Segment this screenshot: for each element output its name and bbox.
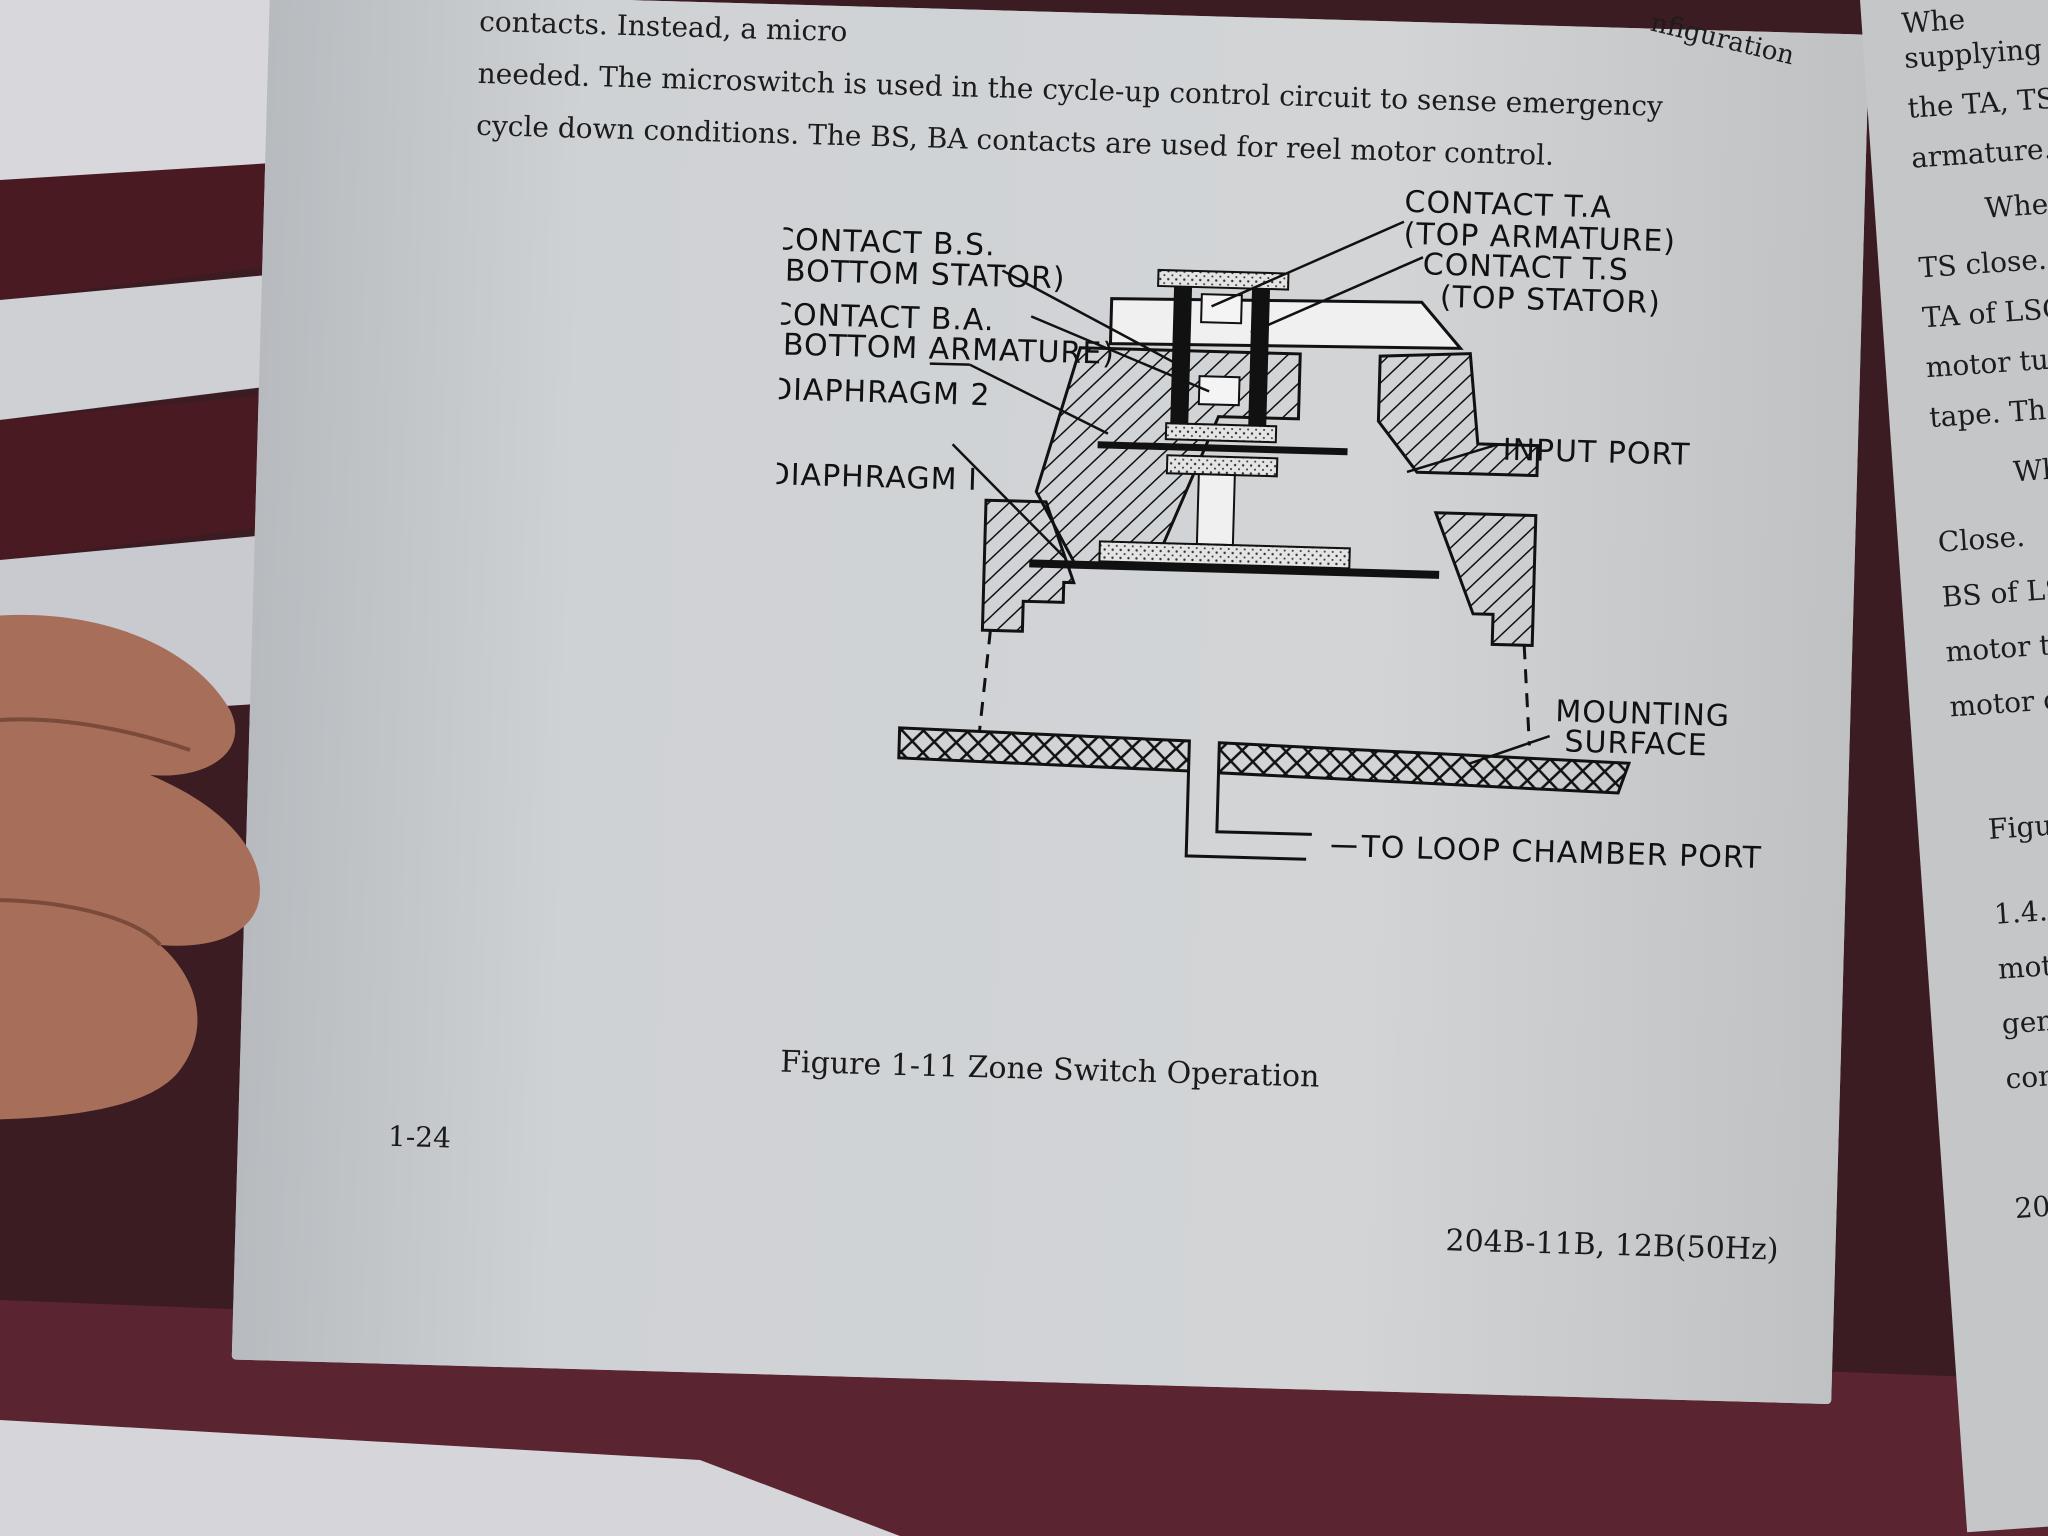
text-line: motors bbox=[1996, 945, 2048, 986]
zone-switch-diagram: CONTACT T.A (TOP ARMATURE) CONTACT T.S (… bbox=[766, 185, 1762, 876]
contact-ta-block bbox=[1200, 293, 1243, 325]
text-line: Close. bbox=[1936, 519, 2027, 559]
text-line: armature. bbox=[1910, 131, 2048, 175]
text-line: TA of LSC bbox=[1921, 291, 2048, 335]
label-contact-ta-sub: (TOP ARMATURE) bbox=[1403, 217, 1676, 260]
label-input-port: INPUT PORT bbox=[1502, 433, 1691, 473]
label-contact-ba-sub: (BOTTOM ARMATURE) bbox=[770, 327, 1116, 372]
lower-plate bbox=[1165, 454, 1279, 478]
mounting-surface-left bbox=[897, 726, 1191, 773]
housing-top bbox=[1108, 297, 1464, 350]
label-loop-chamber-port: TO LOOP CHAMBER PORT bbox=[1360, 830, 1762, 876]
housing-bottom-right bbox=[1433, 511, 1538, 648]
label-contact-bs-sub: (BOTTOM STATOR) bbox=[772, 253, 1066, 296]
text-line: Figure bbox=[1987, 806, 2048, 847]
text-line: Wh bbox=[2012, 452, 2048, 489]
text-line: 1.4.1. bbox=[1992, 892, 2048, 931]
text-line: BS of LS bbox=[1940, 572, 2048, 614]
label-surface: SURFACE bbox=[1564, 724, 1708, 763]
text-line: Whe bbox=[1900, 2, 1967, 41]
text-line: tape. Th bbox=[1928, 393, 2048, 435]
housing-bottom-left bbox=[980, 498, 1076, 633]
leader-lines bbox=[929, 220, 1551, 848]
diaphragm-2-plate bbox=[1164, 422, 1278, 444]
text-line: motor tur bbox=[1924, 341, 2048, 385]
text-line: Whe bbox=[1983, 187, 2048, 225]
top-cap bbox=[1157, 268, 1290, 291]
text-line: 204B- bbox=[2013, 1186, 2048, 1226]
document-page: contacts. Instead, a micro needed. The m… bbox=[231, 0, 1870, 1405]
loop-chamber-tube bbox=[1184, 770, 1312, 861]
text-line: genera bbox=[2000, 1000, 2048, 1041]
text-line: TS close. bbox=[1917, 242, 2048, 285]
post-left bbox=[1170, 286, 1193, 427]
label-diaphragm-2: DIAPHRAGM 2 bbox=[769, 372, 991, 413]
page-number: 1-24 bbox=[387, 1119, 452, 1155]
diaphragm-2 bbox=[1097, 441, 1348, 456]
text-line: connec bbox=[2004, 1055, 2048, 1096]
label-contact-ba: CONTACT B.A. bbox=[771, 297, 995, 338]
text-line: motor t bbox=[1944, 628, 2048, 669]
dashed-line-right bbox=[1522, 645, 1531, 746]
text-line: the TA, TS bbox=[1906, 81, 2048, 125]
label-contact-ts: CONTACT T.S bbox=[1422, 247, 1629, 288]
post-right bbox=[1248, 288, 1271, 429]
label-contact-bs: CONTACT B.S. bbox=[773, 222, 996, 263]
label-contact-ta: CONTACT T.A bbox=[1404, 185, 1613, 226]
label-diaphragm-1: DIAPHRAGM I bbox=[766, 457, 978, 498]
stem bbox=[1195, 473, 1236, 547]
diaphragm-1 bbox=[1029, 559, 1440, 579]
text-line: motor c bbox=[1948, 682, 2048, 724]
contact-ba-block bbox=[1197, 375, 1241, 407]
label-contact-ts-sub: (TOP STATOR) bbox=[1439, 280, 1661, 321]
dashed-line-left bbox=[978, 630, 992, 731]
label-mounting: MOUNTING bbox=[1555, 694, 1731, 734]
hand-holding-page bbox=[0, 614, 260, 1120]
